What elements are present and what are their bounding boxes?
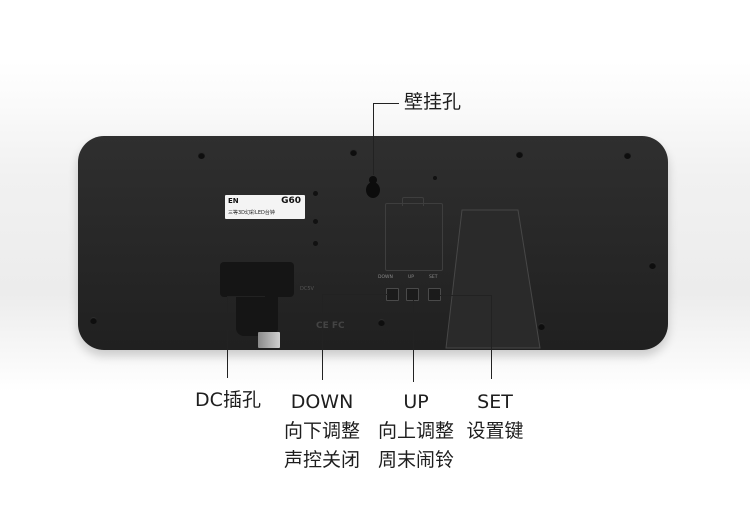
dc-jack-channel bbox=[236, 294, 278, 336]
model-number: G60 bbox=[281, 196, 301, 206]
screw bbox=[90, 317, 97, 324]
callout-dc-jack: DC插孔 bbox=[195, 389, 261, 411]
set-leader-h bbox=[440, 295, 491, 296]
kickstand bbox=[445, 209, 541, 349]
screw bbox=[350, 149, 357, 156]
key-label-set: SET bbox=[429, 275, 438, 280]
callout-set-title: SET bbox=[477, 391, 513, 413]
set-leader-v bbox=[491, 295, 492, 379]
screw bbox=[538, 323, 545, 330]
callout-up-line1: 向上调整 bbox=[377, 420, 454, 442]
sensor-hole bbox=[433, 176, 437, 180]
callout-down-title: DOWN bbox=[290, 391, 354, 413]
callout-up-title: UP bbox=[403, 391, 429, 413]
wall-hole-leader-v bbox=[373, 103, 374, 175]
screw bbox=[516, 151, 523, 158]
screw bbox=[378, 319, 385, 326]
screw bbox=[624, 152, 631, 159]
sensor-hole bbox=[313, 219, 318, 224]
up-key[interactable] bbox=[406, 288, 419, 301]
key-label-down: DOWN bbox=[378, 275, 393, 280]
dc-rating-label: DC5V bbox=[300, 286, 314, 292]
product-sticker: EN G60 三等3D幻彩LED台钟 bbox=[225, 195, 305, 219]
sensor-hole bbox=[313, 241, 318, 246]
cert-marks: CE FC bbox=[316, 321, 345, 331]
callout-set-line1: 设置键 bbox=[466, 420, 524, 442]
battery-door bbox=[385, 203, 443, 271]
battery-door-tab bbox=[402, 197, 424, 206]
callout-down-line2: 声控关闭 bbox=[283, 449, 360, 471]
callout-wall-hole: 壁挂孔 bbox=[404, 91, 462, 113]
callout-up-line2: 周末闹铃 bbox=[377, 449, 454, 471]
screw bbox=[649, 262, 656, 269]
dc-jack-recess bbox=[220, 262, 294, 297]
wall-hole-leader-h bbox=[373, 103, 399, 104]
product-subtitle: 三等3D幻彩LED台钟 bbox=[228, 210, 275, 216]
set-key[interactable] bbox=[428, 288, 441, 301]
brand-logo: EN bbox=[228, 197, 239, 205]
dc-leader-h bbox=[227, 296, 265, 297]
sensor-hole bbox=[313, 191, 318, 196]
screw bbox=[198, 152, 205, 159]
dc-plug-highlight bbox=[258, 332, 280, 348]
dc-leader-v bbox=[227, 296, 228, 378]
down-leader-v bbox=[322, 294, 323, 380]
up-leader-v bbox=[413, 300, 414, 382]
key-label-up: UP bbox=[408, 275, 415, 280]
callout-down-line1: 向下调整 bbox=[283, 420, 360, 442]
wall-hanging-hole bbox=[366, 176, 380, 198]
down-leader-h bbox=[322, 294, 388, 295]
